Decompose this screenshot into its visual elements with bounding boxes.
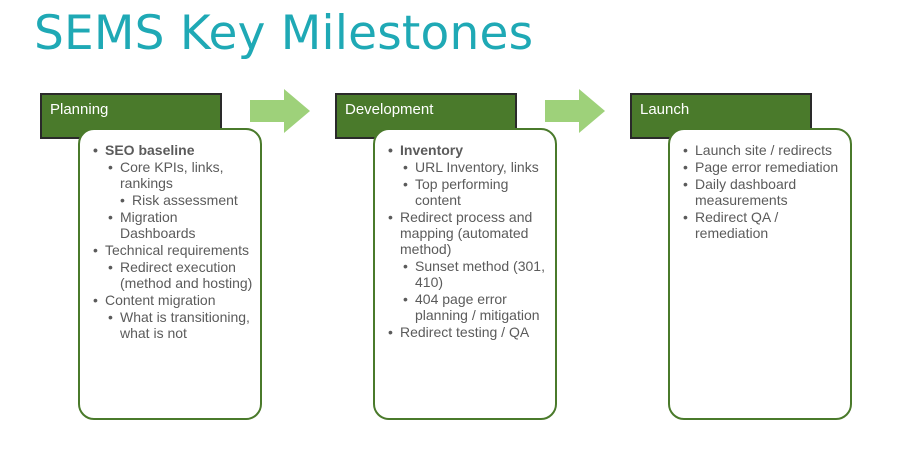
list-item: Page error remediation: [680, 159, 844, 175]
list-item: Content migration: [90, 292, 254, 308]
phase-box-planning: SEO baselineCore KPIs, links, rankingsRi…: [78, 128, 262, 420]
list-item: Sunset method (301, 410): [385, 258, 549, 290]
list-item: URL Inventory, links: [385, 159, 549, 175]
list-item: Top performing content: [385, 176, 549, 208]
phase-box-development: InventoryURL Inventory, linksTop perform…: [373, 128, 557, 420]
list-item: Technical requirements: [90, 242, 254, 258]
list-item: Inventory: [385, 142, 549, 158]
list-item: Core KPIs, links, rankings: [90, 159, 254, 191]
list-item: Risk assessment: [90, 192, 254, 208]
list-item: Migration Dashboards: [90, 209, 254, 241]
list-item: Redirect QA / remediation: [680, 209, 844, 241]
list-item: What is transitioning, what is not: [90, 309, 254, 341]
arrow-right-icon: [545, 89, 605, 133]
list-item: Daily dashboard measurements: [680, 176, 844, 208]
phase-box-launch: Launch site / redirectsPage error remedi…: [668, 128, 852, 420]
list-item: SEO baseline: [90, 142, 254, 158]
phase-list-planning: SEO baselineCore KPIs, links, rankingsRi…: [90, 142, 254, 341]
phase-list-launch: Launch site / redirectsPage error remedi…: [680, 142, 844, 241]
page-title: SEMS Key Milestones: [34, 6, 534, 61]
list-item: Redirect process and mapping (automated …: [385, 209, 549, 257]
list-item: 404 page error planning / mitigation: [385, 291, 549, 323]
list-item: Launch site / redirects: [680, 142, 844, 158]
list-item: Redirect testing / QA: [385, 324, 549, 340]
list-item: Redirect execution (method and hosting): [90, 259, 254, 291]
arrow-right-icon: [250, 89, 310, 133]
phase-list-development: InventoryURL Inventory, linksTop perform…: [385, 142, 549, 340]
